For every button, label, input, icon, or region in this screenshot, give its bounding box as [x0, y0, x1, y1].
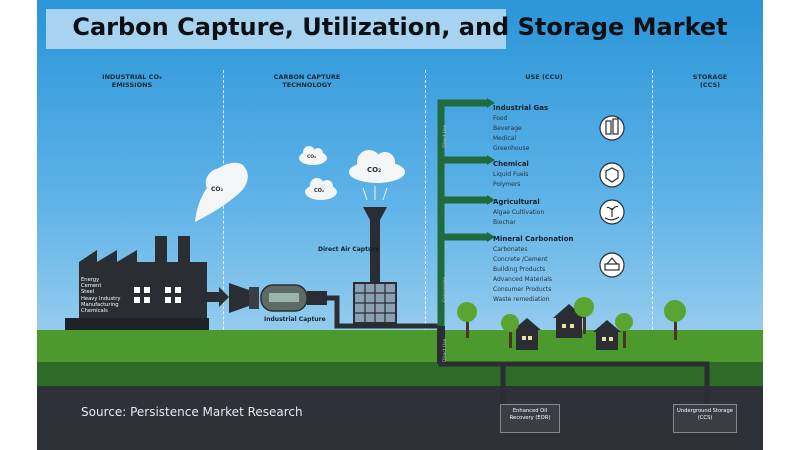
tree-icon — [501, 314, 519, 348]
co2-label: CO₂ — [307, 155, 317, 160]
column-heading-capture: CARBON CAPTURE TECHNOLOGY — [273, 73, 341, 89]
use-subitem: Medical — [493, 135, 516, 142]
scene-illustration — [37, 98, 763, 450]
molecule-icon — [599, 162, 625, 188]
pipe-segment — [437, 326, 445, 364]
co2-cloud-icon — [349, 150, 405, 183]
source-credit: Source: Persistence Market Research — [81, 405, 303, 419]
construction-icon — [599, 252, 625, 278]
pipe-label-direct-use: Direct Use — [443, 124, 448, 148]
industry-item: Heavy Industry — [81, 295, 121, 302]
use-subitems: Carbonates Concrete /Cement Building Pro… — [493, 245, 552, 305]
industry-item: Energy — [81, 277, 100, 283]
use-subitem: Concrete /Cement — [493, 256, 548, 263]
use-subitem: Beverage — [493, 125, 522, 132]
industry-item: Chemicals — [81, 308, 108, 315]
industry-item: Manufacturing — [81, 301, 119, 308]
house-icon — [553, 304, 585, 338]
use-category: Agricultural — [493, 198, 540, 206]
page-title: Carbon Capture, Utilization, and Storage… — [72, 13, 728, 41]
use-subitem: Carbonates — [493, 246, 528, 253]
industry-item: Cement — [81, 283, 102, 290]
house-icon — [593, 320, 621, 350]
eor-storage-box: Enhanced Oil Recovery (EOR) — [500, 404, 560, 433]
co2-cloud-icon — [299, 146, 327, 165]
use-subitem: Liquid Fuels — [493, 171, 529, 178]
tree-icon — [574, 297, 594, 334]
use-subitem: Waste remediation — [493, 296, 550, 303]
use-category: Mineral Carbonation — [493, 235, 574, 243]
use-subitem: Advanced Materials — [493, 276, 553, 283]
use-subitem: Building Products — [493, 266, 546, 273]
co2-cloud-icon — [305, 178, 337, 200]
column-divider — [223, 70, 224, 450]
gas-cylinders-icon — [599, 115, 625, 141]
direct-air-capture-unit — [353, 186, 397, 324]
tree-icon — [664, 300, 686, 340]
use-subitems: Liquid Fuels Polymers — [493, 170, 528, 190]
use-subitems: Algae Cultivation Biochar — [493, 208, 544, 228]
industry-item: Steel — [81, 289, 95, 296]
use-subitem: Food — [493, 115, 508, 122]
use-subitem: Algae Cultivation — [493, 209, 545, 216]
use-category: Industrial Gas — [493, 104, 549, 112]
infographic: Carbon Capture, Utilization, and Storage… — [37, 0, 763, 450]
tree-icon — [615, 313, 633, 348]
plant-hand-icon — [599, 199, 625, 225]
use-category: Chemical — [493, 160, 529, 168]
smoke-cloud-icon — [195, 162, 248, 222]
column-heading-storage: STORAGE (CCS) — [692, 73, 728, 89]
tree-icon — [457, 302, 477, 338]
industrial-capture-label: Industrial Capture — [264, 316, 326, 323]
pipe-label-conversion: Conversion — [443, 276, 448, 302]
co2-label: CO₂ — [367, 166, 382, 174]
grass-band — [37, 330, 763, 362]
use-subitem: Greenhouse — [493, 145, 530, 152]
co2-label: CO₂ — [211, 186, 224, 193]
utilization-pipeline — [437, 99, 487, 326]
use-subitems: Food Beverage Medical Greenhouse — [493, 114, 529, 154]
factory-industries-list: Energy Cement Steel Heavy Industry Manuf… — [81, 277, 120, 314]
column-heading-use: USE (CCU) — [525, 73, 563, 81]
use-subitem: Polymers — [493, 181, 521, 188]
factory-icon — [65, 236, 209, 330]
pipe-segment — [500, 386, 506, 406]
arrow-right-icon — [207, 287, 229, 307]
use-subitem: Consumer Products — [493, 286, 552, 293]
pipe-label-direct-use: Direct Use — [443, 338, 448, 362]
co2-label: CO₂ — [314, 188, 325, 194]
title-band — [46, 9, 506, 49]
column-divider — [425, 70, 426, 450]
rock-band — [37, 386, 763, 450]
use-subitem: Biochar — [493, 219, 516, 226]
column-divider — [652, 70, 653, 450]
pipe-arrows-icon — [487, 98, 495, 242]
direct-air-capture-label: Direct Air Capture — [318, 246, 380, 253]
underground-storage-box: Underground Storage (CCS) — [673, 404, 737, 433]
column-heading-emissions: INDUSTRIAL CO₂ EMISSIONS — [102, 73, 162, 89]
house-icon — [513, 318, 541, 350]
pipe-segment — [704, 386, 710, 406]
industrial-capture-unit — [229, 283, 327, 313]
